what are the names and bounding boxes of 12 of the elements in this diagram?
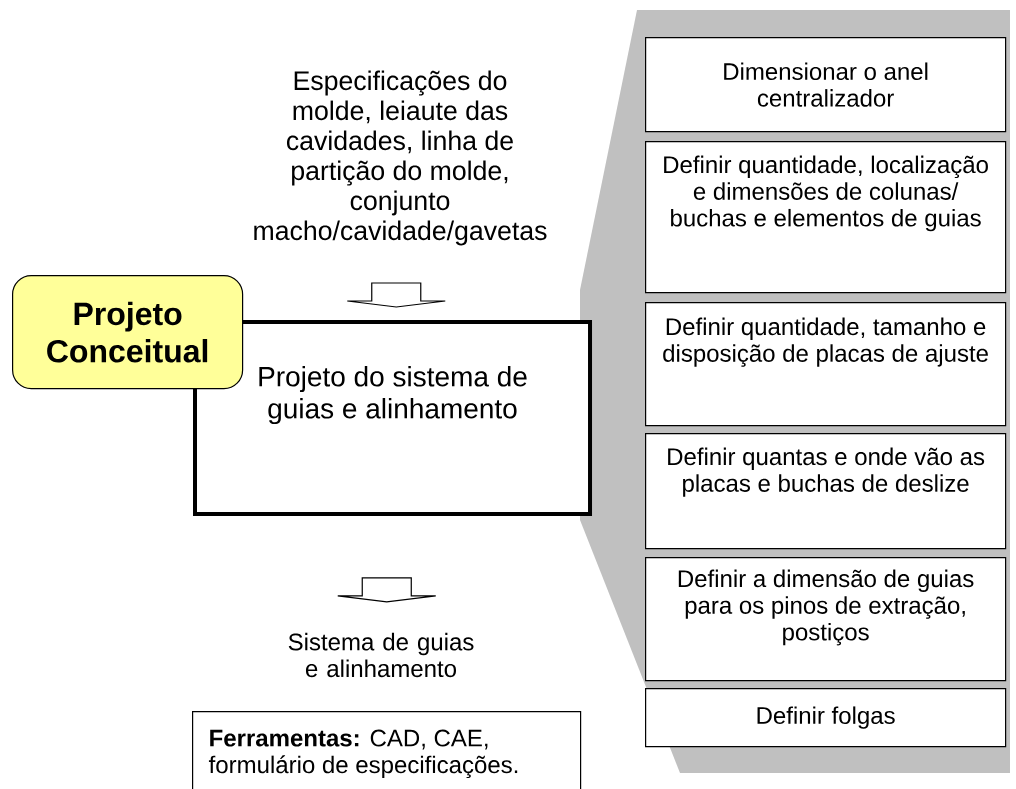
input-text: Especificações do molde, leiaute das cavidades, linha de partição do molde, conjunto macho/cavidade/gavetas [254,70,547,246]
task-box: Definir quantas e onde vão as placas e buchas de deslize [645,433,1007,550]
block-arrow [337,577,437,603]
phase-badge: Projeto Conceitual [12,275,244,390]
task-box: Dimensionar o anel centralizador [645,37,1007,133]
task-box: Definir quantidade, tamanho e disposição de placas de ajuste [645,302,1007,427]
task-box: Definir quantidade, localização e dimensões de colunas/ buchas e elementos de guias [645,141,1007,294]
tools-box: Ferramentas: CAD, CAE, formulário de especificações. [192,711,582,789]
block-arrow [346,282,446,308]
output-text: Sistema de guias e alinhamento [288,632,474,678]
task-box: Definir folgas [645,688,1007,748]
task-box: Definir a dimensão de guias para os pinos de extração, postiços [645,557,1007,682]
